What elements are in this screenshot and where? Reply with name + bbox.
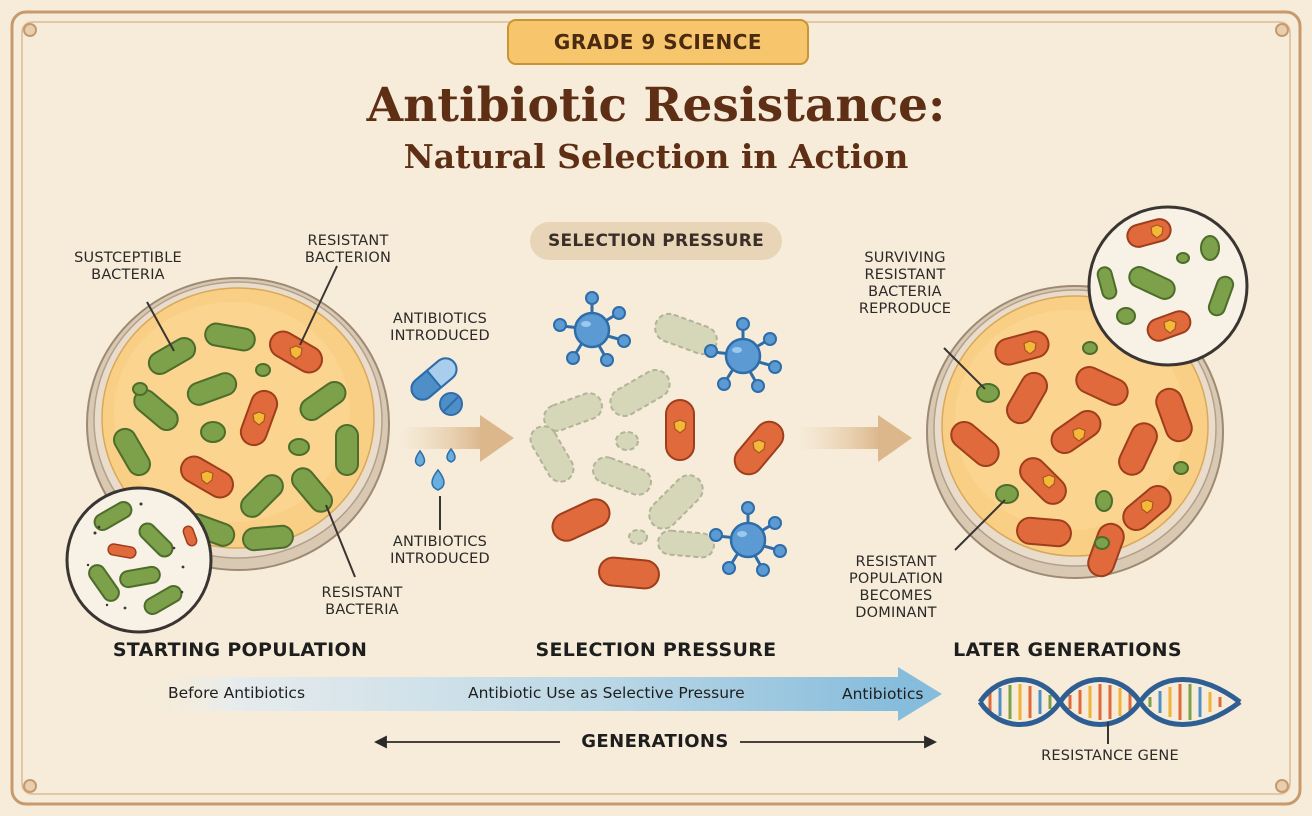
label-antibiotics-introduced-bottom: ANTIBIOTICS INTRODUCED	[390, 534, 490, 567]
stage-caption-middle: SELECTION PRESSURE	[535, 639, 777, 661]
starting-petri-dish	[86, 277, 390, 571]
stage-caption-start: STARTING POPULATION	[112, 639, 368, 661]
timeline-end-label: Antibiotics	[842, 685, 924, 703]
timeline-band	[140, 667, 942, 721]
stage-caption-later: LATER GENERATIONS	[953, 639, 1182, 661]
selection-pressure-pill: SELECTION PRESSURE	[530, 222, 782, 260]
starting-magnifier	[65, 486, 213, 634]
page-title: Antibiotic Resistance:	[366, 78, 946, 133]
label-surviving-resistant: SURVIVING RESISTANT BACTERIA REPRODUCE	[858, 250, 952, 317]
timeline-use-label: Antibiotic Use as Selective Pressure	[468, 684, 745, 702]
antibiotic-drops	[414, 447, 456, 491]
generations-arrow	[373, 735, 938, 749]
left-leader-lines	[146, 265, 356, 578]
resistance-gene-label: RESISTANCE GENE	[1041, 748, 1179, 764]
label-antibiotics-introduced-top: ANTIBIOTICS INTRODUCED	[390, 311, 490, 344]
page-subtitle: Natural Selection in Action	[403, 137, 909, 176]
label-resistant-bacterion: RESISTANT BACTERION	[304, 233, 392, 266]
dna-helix-icon	[977, 677, 1242, 744]
antibiotic-tablet	[439, 392, 463, 416]
later-magnifier	[1087, 205, 1249, 367]
flow-arrow-1	[400, 415, 514, 462]
antibiotic-capsule	[410, 357, 458, 401]
right-leader-lines	[943, 347, 1006, 551]
label-resistant-bacteria: RESISTANT BACTERIA	[321, 585, 403, 618]
grade-badge: GRADE 9 SCIENCE	[507, 19, 809, 65]
flow-arrow-2	[798, 415, 912, 462]
label-resistant-population-dominant: RESISTANT POPULATION BECOMES DOMINANT	[848, 554, 944, 621]
label-susceptible-bacteria: SUSTCEPTIBLE BACTERIA	[74, 250, 182, 283]
generations-label: GENERATIONS	[581, 731, 729, 752]
dead-bacteria-group	[529, 312, 718, 559]
timeline-before-label: Before Antibiotics	[168, 684, 306, 702]
